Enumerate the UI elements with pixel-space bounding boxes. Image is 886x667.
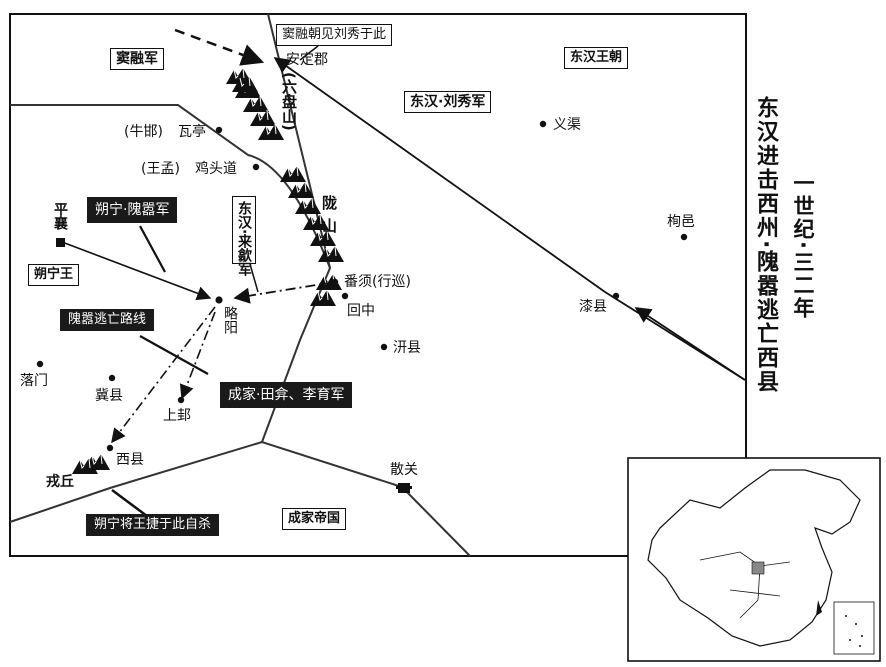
china-inset-map: [627, 457, 881, 662]
place-fanxu: 番须(行巡): [344, 274, 411, 290]
army-liuxiu: 东汉·刘秀军: [404, 91, 492, 113]
weixiao-route: [61, 241, 212, 301]
place-shanggui: 上邽: [163, 408, 191, 424]
laixi-route: [233, 281, 336, 304]
place-xixian: 西县: [116, 452, 144, 468]
region-chengjia: 成家帝国: [282, 508, 347, 530]
place-pingxiang: 平襄: [52, 202, 68, 230]
place-yiqu: 义渠: [553, 117, 581, 133]
region-east-han: 东汉王朝: [564, 47, 629, 69]
mountain-long: 陇山: [320, 195, 338, 241]
army-laixi: 东汉·来歙军: [232, 196, 256, 276]
map-frame: [9, 13, 747, 557]
dourong-route: [174, 28, 265, 66]
place-xunyi: 栒邑: [667, 214, 695, 230]
place-wangyuan: (王孟): [141, 161, 180, 177]
place-luomen: 落门: [20, 373, 48, 389]
place-wating: 瓦亭: [178, 124, 206, 140]
place-niuhan: (牛邯): [124, 124, 163, 140]
liuxiu-arrow: [634, 307, 746, 381]
map-title: 一世纪·三二年: [791, 172, 815, 320]
capital-square-icon: [56, 238, 65, 247]
place-qixian: 漆县: [579, 299, 607, 315]
liuxiu-route: [273, 57, 746, 381]
callout-pointer-escape: [139, 335, 209, 375]
place-huizhong: 回中: [347, 303, 375, 319]
place-qianxian: 汧县: [393, 340, 421, 356]
dourong-meet-note: 窦融朝见刘秀于此: [276, 24, 393, 46]
callout-pointer-weixiao: [139, 225, 166, 273]
place-sanguan: 散关: [390, 462, 418, 478]
escape-route-shanggui: [179, 311, 216, 400]
mountain-icon: [225, 67, 285, 141]
escape-route-xixian: [111, 306, 216, 444]
place-anding: 安定郡: [286, 52, 328, 68]
army-dourong: 窦融军: [110, 48, 164, 70]
place-xuqiu: 戎丘: [46, 474, 74, 490]
map-subtitle: 东汉进击西州·隗嚣逃亡西县: [753, 96, 778, 395]
place-jixian: 冀县: [95, 388, 123, 404]
mountain-liupan: (六盘山): [280, 72, 298, 131]
pass-fort-icon: [396, 483, 412, 493]
army-weixiao: 朔宁·隗嚣军: [87, 197, 178, 223]
callout-pointer-laixi: [249, 263, 259, 293]
callout-pointer-meet: [299, 45, 319, 61]
region-shuofang: 朔宁王: [28, 264, 80, 286]
city-dot-icon: [36, 120, 688, 452]
weixiao-escape-label: 隗嚣逃亡路线: [60, 309, 155, 331]
place-lueyang: 略阳: [222, 306, 238, 334]
place-jitoudao: 鸡头道: [195, 161, 237, 177]
border-line-south: [9, 440, 471, 557]
mountain-icon: [71, 453, 111, 475]
suicide-note: 朔宁将王捷于此自杀: [86, 514, 220, 536]
army-chengjia: 成家·田弇、李育军: [220, 382, 353, 408]
